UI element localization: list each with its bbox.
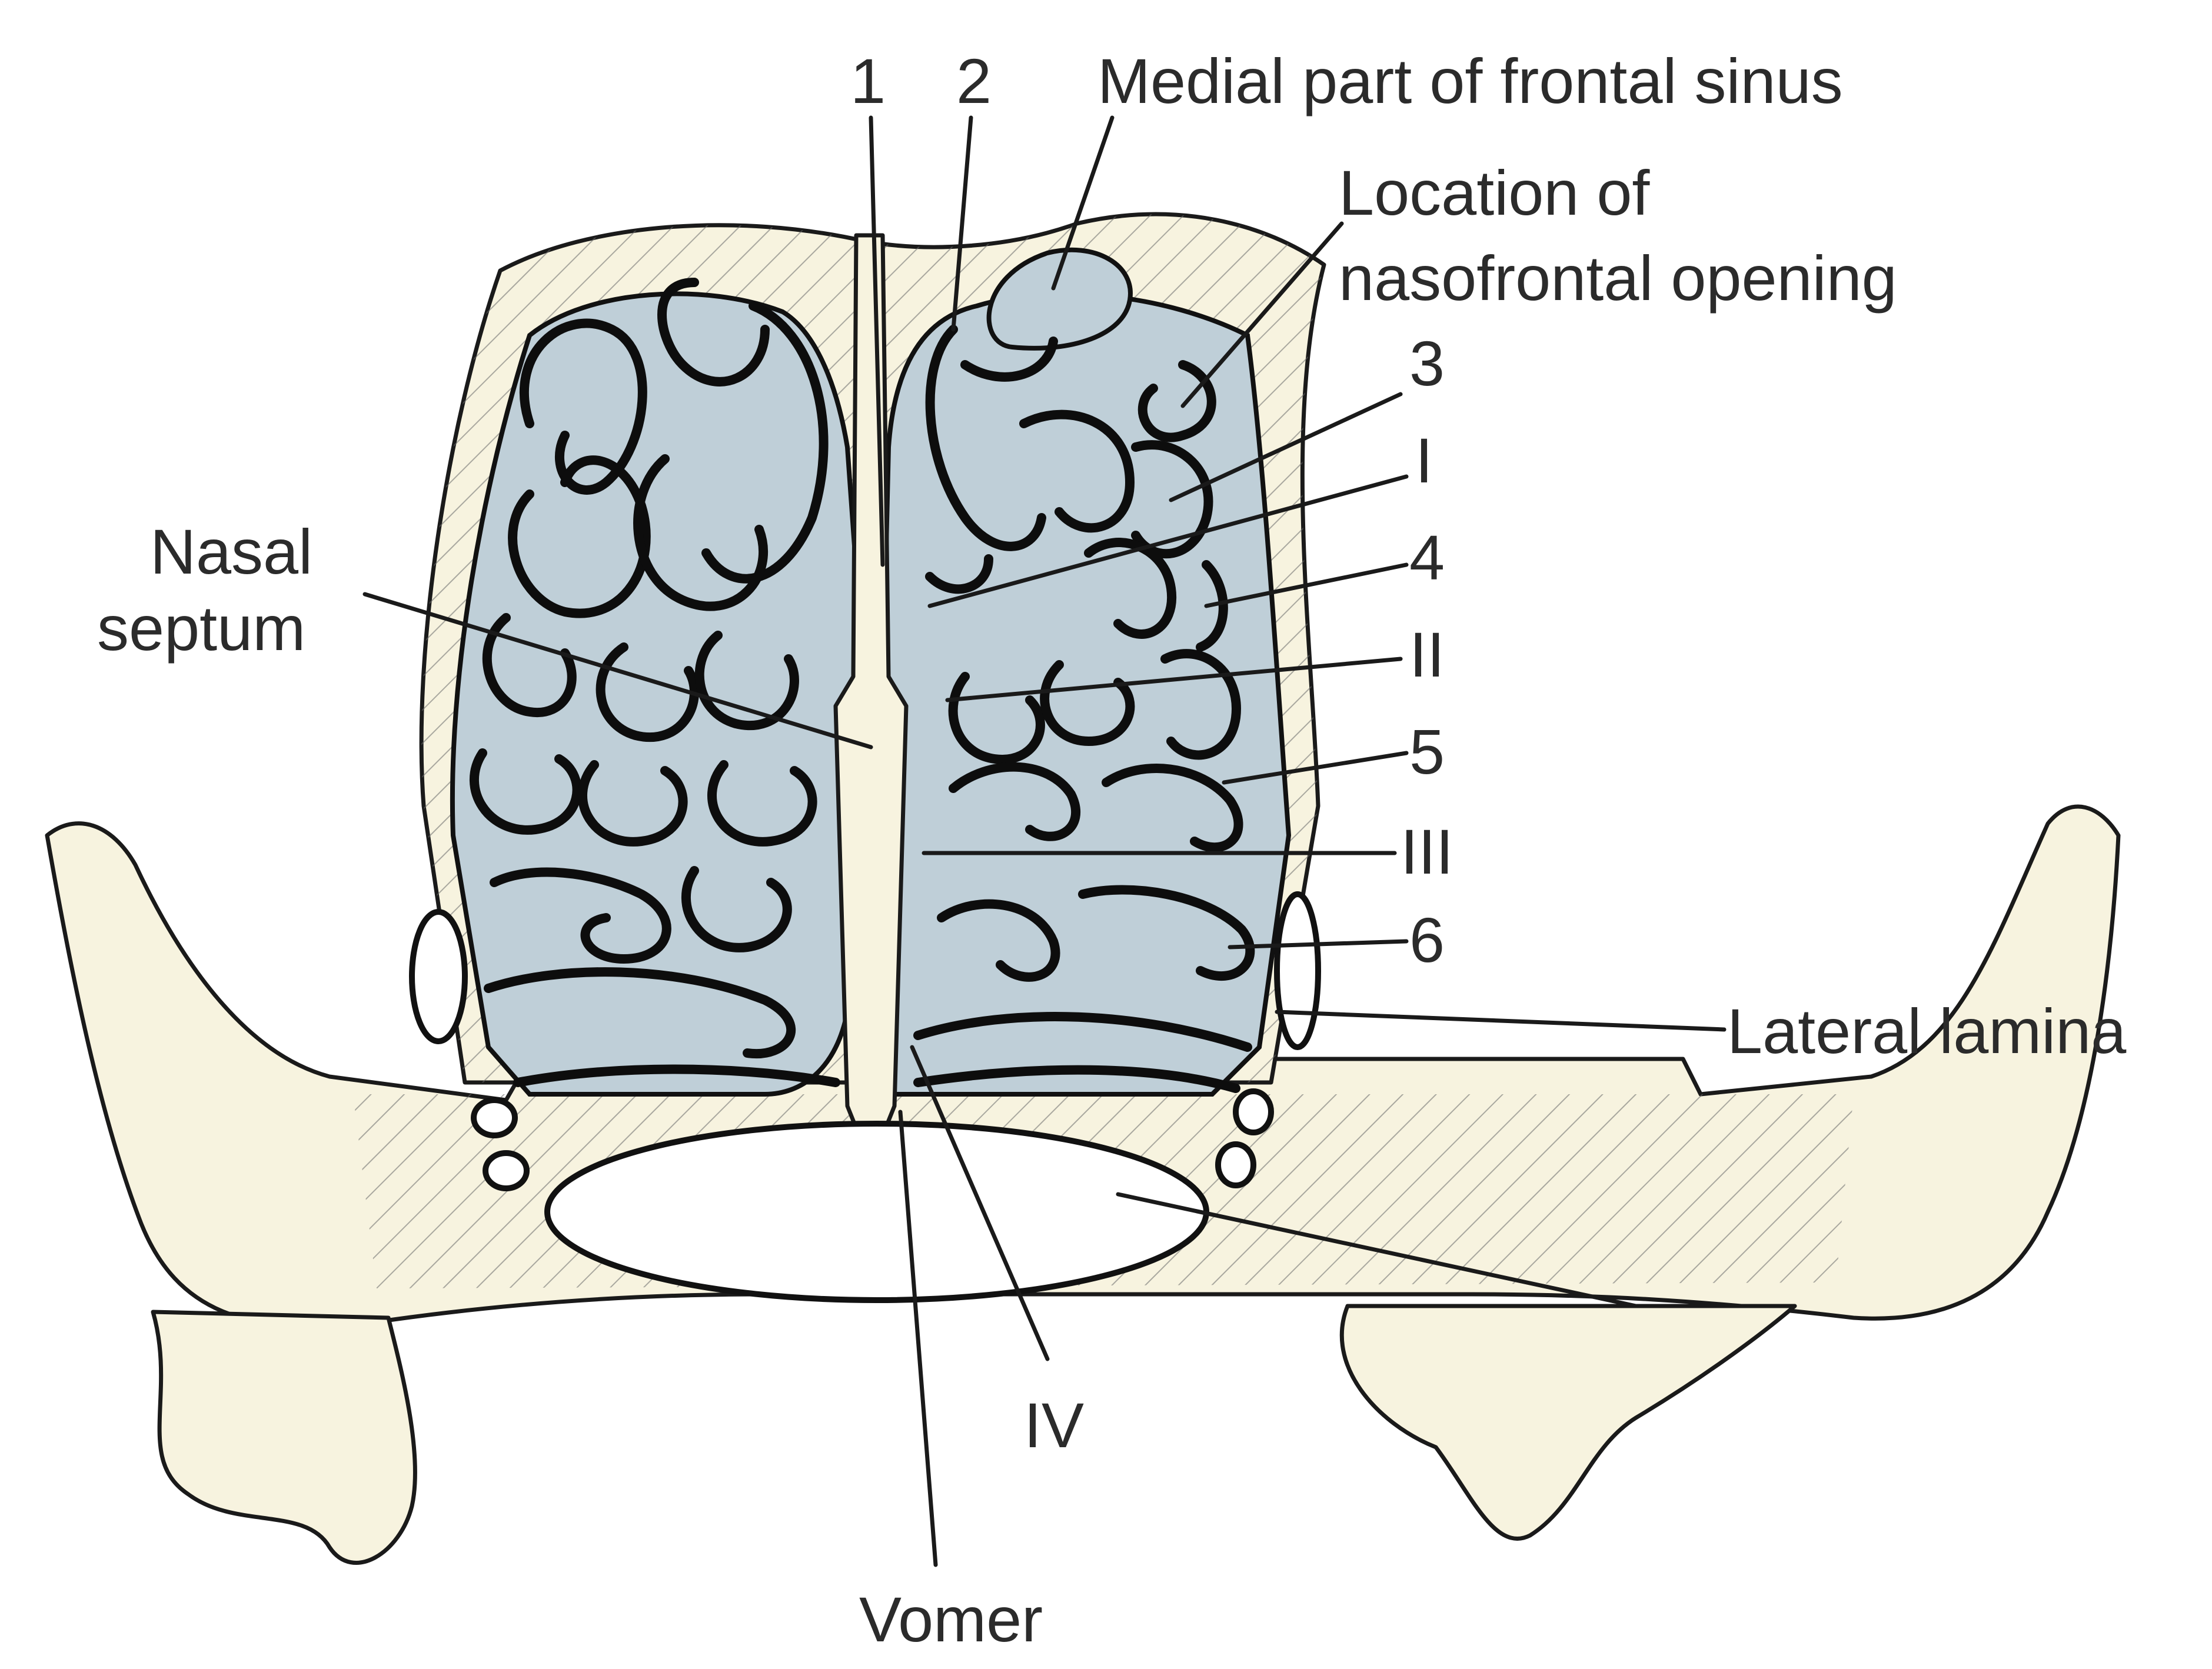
label-nasofrontal-line2: nasofrontal opening (1339, 242, 1897, 314)
label-4: 4 (1409, 522, 1445, 593)
leader-frontal-sinus (1051, 115, 1115, 291)
left-small-foramen-1 (471, 1097, 518, 1138)
right-small-foramen-1 (1233, 1088, 1274, 1135)
left-lateral-foramen (409, 909, 468, 1044)
right-small-foramen-2 (1215, 1141, 1256, 1188)
leader-lateral-lamina (1275, 1010, 1727, 1032)
leader-4 (1204, 562, 1409, 608)
leader-2 (951, 115, 973, 332)
label-3: 3 (1409, 328, 1445, 399)
label-1: 1 (850, 45, 886, 116)
left-conchae-scrolls (469, 278, 840, 1087)
leader-nasal-septum (362, 592, 873, 749)
leader-IV (910, 1045, 1050, 1361)
label-lateral-lamina: Lateral lamina (1727, 995, 2127, 1067)
label-5: 5 (1409, 716, 1445, 787)
labels: 1 2 Medial part of frontal sinus Locatio… (97, 45, 2127, 1655)
left-lower-process (151, 1310, 417, 1565)
leader-lines (362, 115, 1727, 1567)
right-conchae-scrolls (913, 325, 1255, 1093)
right-lower-process (1339, 1304, 1797, 1541)
leader-II (945, 657, 1403, 702)
label-I: I (1415, 425, 1433, 496)
label-nasal-septum-line1: Nasal (150, 516, 312, 587)
label-nasal-septum-line2: septum (97, 592, 305, 664)
leader-I (927, 474, 1409, 608)
right-lateral-foramen (1274, 891, 1321, 1050)
label-II: II (1409, 619, 1445, 690)
label-III: III (1401, 816, 1453, 887)
label-nasofrontal-line1: Location of (1339, 157, 1650, 228)
label-6: 6 (1409, 904, 1445, 975)
label-vomer: Vomer (859, 1584, 1043, 1655)
label-frontal-sinus: Medial part of frontal sinus (1097, 45, 1843, 116)
leader-3 (1169, 392, 1403, 502)
left-ethmoid-labyrinth (450, 291, 868, 1097)
leader-6 (1228, 939, 1409, 950)
leader-vomer (898, 1110, 938, 1567)
leader-central-opening (1116, 1192, 1638, 1308)
frontal-sinus-blob (986, 247, 1133, 351)
leader-1 (869, 115, 885, 567)
label-2: 2 (956, 45, 992, 116)
left-small-foramen-2 (483, 1150, 530, 1191)
label-IV: IV (1024, 1390, 1084, 1461)
central-opening (544, 1121, 1209, 1303)
leader-nasofrontal (1180, 221, 1344, 408)
leader-5 (1222, 751, 1409, 785)
